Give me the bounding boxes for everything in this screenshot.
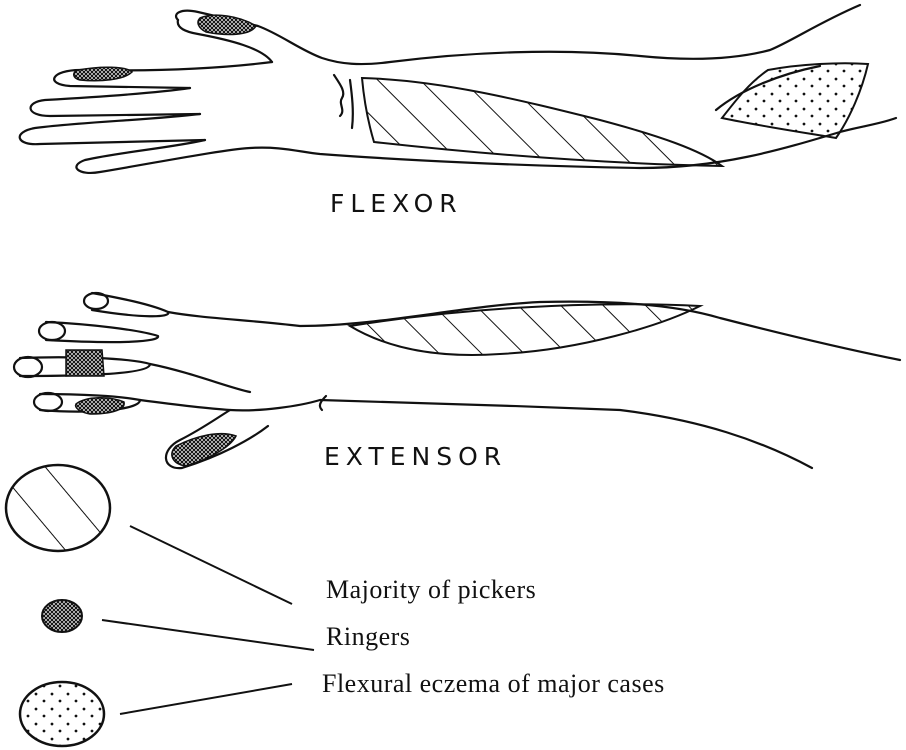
extensor-label: EXTENSOR bbox=[324, 442, 507, 471]
flexor-forearm-picker-area bbox=[362, 78, 722, 166]
flexor-label: FLEXOR bbox=[330, 189, 463, 218]
flexor-elbow-eczema-area bbox=[722, 63, 868, 138]
legend-crosshatch-leader bbox=[102, 620, 314, 650]
extensor-ring-finger-ringer-patch bbox=[66, 350, 104, 376]
legend: Majority of pickers Ringers Flexural ecz… bbox=[6, 465, 665, 746]
extensor-forearm-picker-area bbox=[350, 304, 700, 355]
legend-crosshatch-text: Ringers bbox=[326, 622, 410, 651]
flexor-index-ringer-patch bbox=[74, 67, 132, 81]
legend-crosshatch-swatch bbox=[42, 600, 82, 632]
flexor-thumb-ringer-patch bbox=[198, 15, 256, 34]
legend-dotted-leader bbox=[120, 684, 292, 714]
legend-dotted-text: Flexural eczema of major cases bbox=[322, 669, 665, 698]
legend-dotted-swatch bbox=[20, 682, 104, 746]
legend-hatched-text: Majority of pickers bbox=[326, 575, 536, 604]
extensor-little-finger-ringer-patch bbox=[76, 398, 125, 414]
legend-hatched-leader bbox=[130, 526, 292, 604]
legend-hatched-swatch bbox=[6, 465, 110, 551]
